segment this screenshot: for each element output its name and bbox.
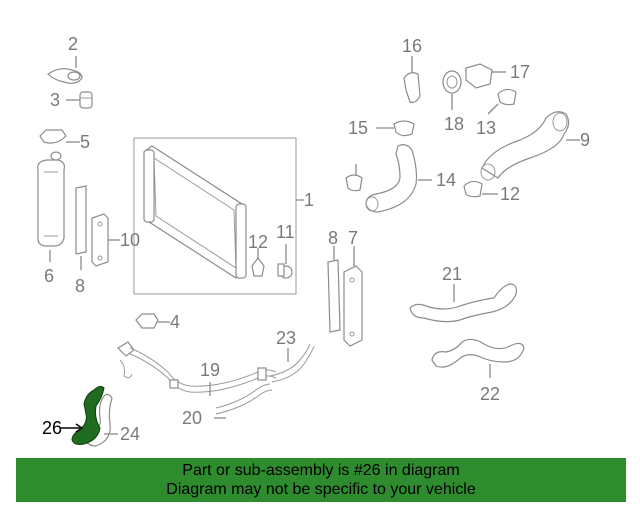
part-24: 23 [269,328,315,383]
callout-12: 9 [580,130,590,150]
callout-24: 23 [276,328,296,348]
banner-line-2: Diagram may not be specific to your vehi… [166,481,476,498]
part-9: 10 [91,213,140,267]
callout-11: 12 [248,232,268,252]
part-20: 19 [117,341,277,396]
part-13: 12 [463,180,520,204]
callout-14: 13 [476,118,496,138]
part-12: 9 [480,111,590,181]
part-6: 6 [37,151,65,286]
info-banner: Part or sub-assembly is #26 in diagram D… [16,458,626,502]
callout-6: 6 [44,266,54,286]
part-2: 2 [47,34,83,84]
banner-line-1: Part or sub-assembly is #26 in diagram [182,462,460,479]
part-8-right: 8 [327,228,341,333]
part-18: 17 [465,62,530,89]
part-22: 22 [431,338,525,404]
part-4: 4 [135,312,180,332]
part-16: 15 [348,118,415,138]
part-26-highlighted: 26 [42,385,105,445]
part-17: 16 [402,36,422,103]
part-14: 13 [476,88,517,138]
callout-26: 26 [42,418,62,438]
part-5: 5 [39,129,90,152]
callout-16: 15 [348,118,368,138]
part-15: 14 [365,144,456,213]
parts-diagram: 2 3 5 6 8 10 [37,34,590,447]
callout-3: 3 [50,90,60,110]
part-21: 21 [409,264,517,323]
part-11: 12 [248,232,268,277]
callout-23: 20 [182,408,202,428]
callout-7: 7 [348,228,358,248]
part-23: 20 [182,383,273,428]
callout-8-left: 8 [75,276,85,296]
part-7: 7 [343,228,363,347]
callout-25: 24 [120,424,140,444]
callout-1: 1 [304,190,314,210]
part-1-radiator: 1 [133,137,314,295]
callout-22: 22 [480,384,500,404]
callout-10: 11 [276,222,295,242]
part-8-left: 8 [75,185,87,296]
callout-19: 18 [444,114,464,134]
callout-21: 21 [442,264,462,284]
callout-18: 17 [510,62,530,82]
callout-17: 16 [402,36,422,56]
callout-4: 4 [170,312,180,332]
callout-13: 12 [500,184,520,204]
callout-20: 19 [200,360,220,380]
callout-9: 10 [120,230,140,250]
part-10: 11 [276,222,295,279]
part-19: 18 [442,70,464,134]
callout-2: 2 [68,34,78,54]
hose-clamp-small [345,164,363,192]
callout-8-right: 8 [328,228,338,248]
part-3: 3 [50,90,93,110]
callout-5: 5 [80,132,90,152]
callout-15: 14 [436,170,456,190]
